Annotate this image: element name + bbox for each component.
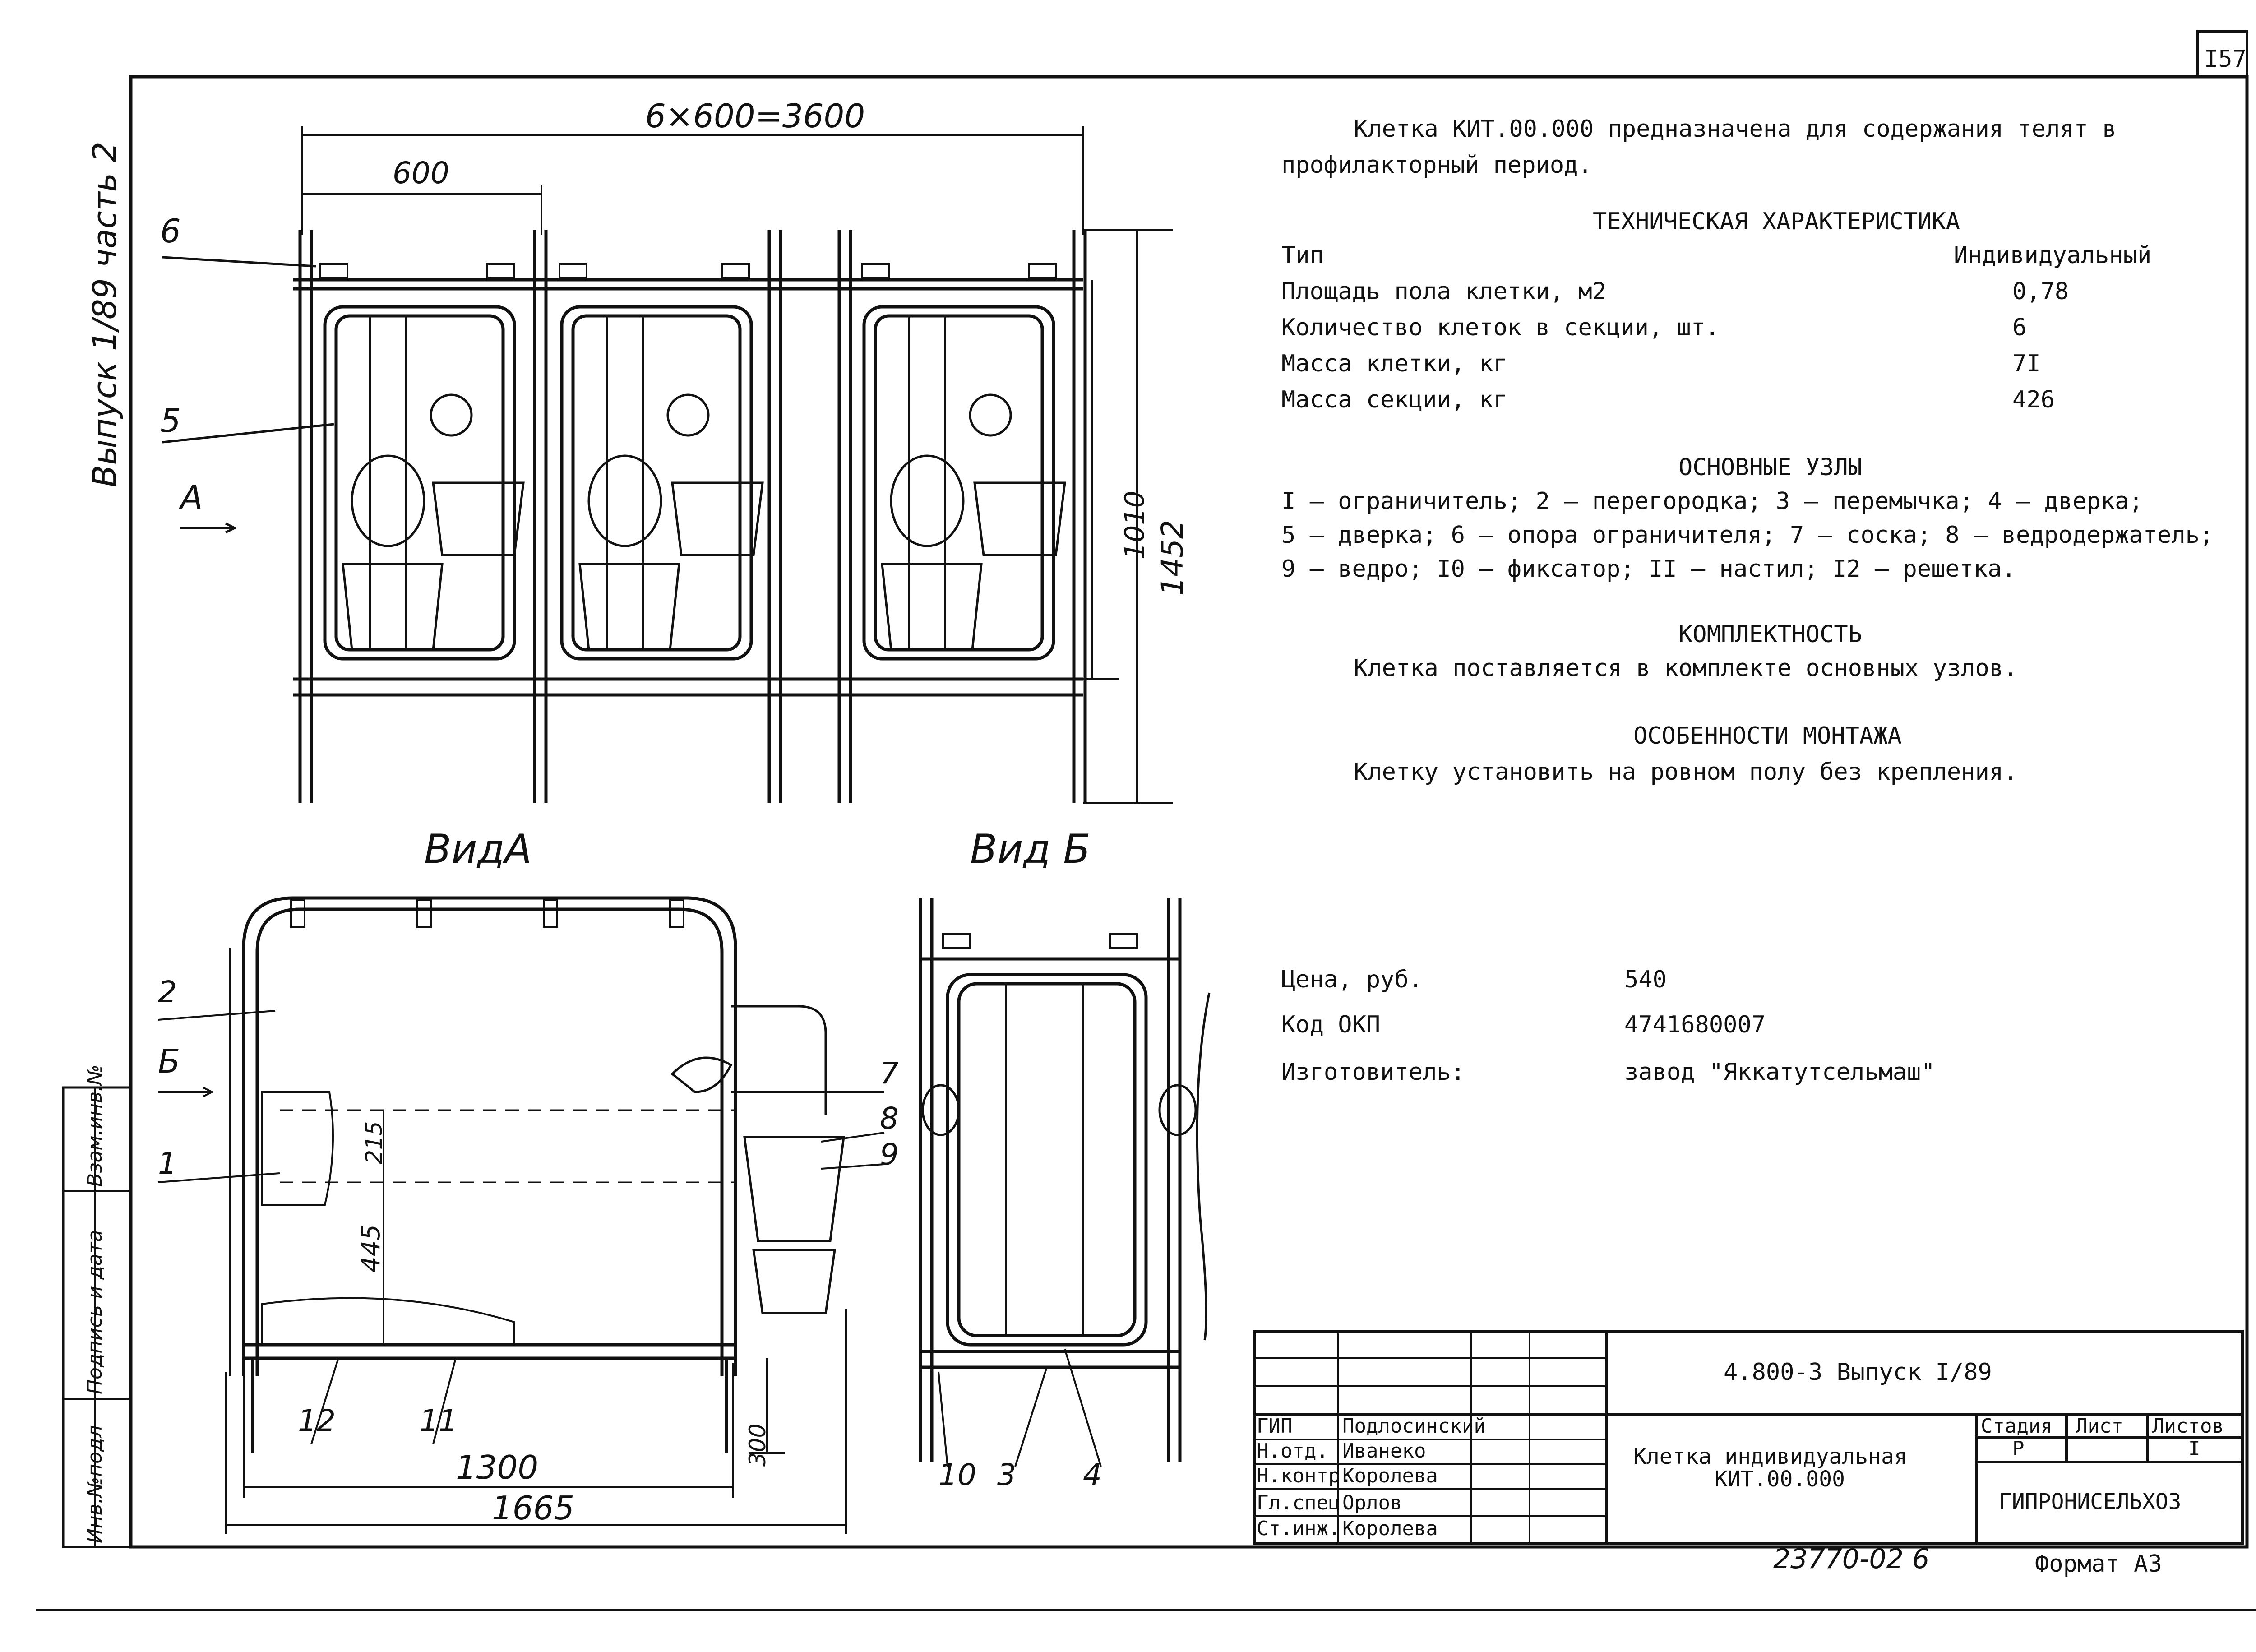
view-b-arrow-label: Б	[158, 1042, 180, 1080]
callout-4: 4	[1083, 1458, 1102, 1492]
side-stamp-box	[62, 1086, 132, 1548]
role: Н.контр.	[1257, 1464, 1352, 1487]
tech-value: 6	[2012, 314, 2027, 341]
okp-label: Код ОКП	[1281, 1011, 1381, 1038]
tech-label: Тип	[1281, 242, 1324, 269]
dim-1010: 1010	[1119, 491, 1151, 560]
tech-label: Количество клеток в секции, шт.	[1281, 314, 1720, 341]
okp-value: 4741680007	[1624, 1011, 1766, 1038]
title-block-lines	[1253, 1330, 2244, 1545]
nodes-heading: ОСНОВНЫЕ УЗЛЫ	[1678, 454, 1862, 481]
side-stamp-title: Выпуск 1/89 часть 2	[86, 142, 124, 487]
dim-600: 600	[393, 156, 449, 190]
mounting-heading: ОСОБЕННОСТИ МОНТАЖА	[1633, 722, 1902, 750]
doc-code: 4.800-3 Выпуск I/89	[1724, 1359, 1992, 1386]
callout-7: 7	[880, 1056, 899, 1091]
dim-300: 300	[744, 1423, 771, 1467]
tech-label: Площадь пола клетки, м2	[1281, 278, 1607, 305]
side-stamp-field-3: Взам.инв.№	[83, 1064, 106, 1187]
tech-heading: ТЕХНИЧЕСКАЯ ХАРАКТЕРИСТИКА	[1593, 208, 1960, 235]
callout-9: 9	[880, 1137, 899, 1172]
callout-8: 8	[880, 1101, 899, 1136]
person-name: Иванеко	[1342, 1439, 1426, 1462]
organization: ГИПРОНИСЕЛЬХОЗ	[1999, 1489, 2182, 1514]
callout-1: 1	[158, 1146, 177, 1181]
price-value: 540	[1624, 966, 1667, 993]
role: ГИП	[1257, 1415, 1293, 1438]
person-name: Орлов	[1342, 1491, 1402, 1514]
dim-1452: 1452	[1155, 520, 1190, 596]
dim-1300: 1300	[456, 1448, 539, 1486]
tech-value: 426	[2012, 386, 2055, 413]
role: Гл.спец.	[1257, 1491, 1352, 1514]
completeness-text: Клетка поставляется в комплекте основных…	[1354, 655, 2018, 682]
doc-name-line-2: КИТ.00.000	[1715, 1467, 1845, 1492]
sheet-number-box	[2196, 30, 2248, 78]
role: Ст.инж.	[1257, 1517, 1341, 1540]
side-stamp-field-2: Подпись и дата	[83, 1230, 106, 1394]
person-name: Королева	[1342, 1464, 1438, 1487]
nodes-line-1: I – ограничитель; 2 – перегородка; 3 – п…	[1281, 488, 2143, 515]
callout-12: 12	[298, 1403, 336, 1438]
mounting-text: Клетку установить на ровном полу без кре…	[1354, 759, 2018, 786]
person-name: Подлосинский	[1342, 1415, 1486, 1438]
completeness-heading: КОМПЛЕКТНОСТЬ	[1678, 621, 1862, 648]
callout-2: 2	[158, 975, 177, 1009]
nodes-line-3: 9 – ведро; I0 – фиксатор; II – настил; I…	[1281, 555, 2016, 583]
sheets-header: Листов	[2152, 1415, 2224, 1438]
format-label: Формат А3	[2035, 1550, 2162, 1578]
dim-445: 445	[356, 1224, 386, 1273]
dim-1665: 1665	[492, 1489, 575, 1527]
view-a-title: ВидА	[424, 826, 532, 872]
sheet-number: I57	[2204, 46, 2247, 73]
view-a-drawing	[229, 896, 845, 1453]
maker-label: Изготовитель:	[1281, 1059, 1465, 1086]
view-a-arrow-label: А	[180, 478, 203, 516]
tech-value: 7I	[2012, 350, 2041, 377]
view-b-drawing	[919, 898, 1211, 1462]
stage-value: Р	[2012, 1437, 2025, 1460]
view-b-title: Вид Б	[970, 826, 1091, 872]
nodes-line-2: 5 – дверка; 6 – опора ограничителя; 7 – …	[1281, 522, 2214, 549]
callout-3: 3	[997, 1458, 1016, 1492]
stage-header: Стадия	[1981, 1415, 2053, 1438]
tech-value: Индивидуальный	[1954, 242, 2152, 269]
tech-label: Масса клетки, кг	[1281, 350, 1507, 377]
person-name: Королева	[1342, 1517, 1438, 1540]
tech-label: Масса секции, кг	[1281, 386, 1507, 413]
description-line-2: профилакторный период.	[1281, 152, 1592, 179]
sheet-header: Лист	[2076, 1415, 2123, 1438]
price-label: Цена, руб.	[1281, 966, 1423, 993]
cage-section-drawing	[293, 230, 1087, 803]
role: Н.отд.	[1257, 1439, 1328, 1462]
callout-11: 11	[420, 1403, 458, 1438]
callout-10: 10	[938, 1458, 976, 1492]
archive-number: 23770-02 6	[1773, 1543, 1930, 1575]
sheets-value: I	[2188, 1437, 2201, 1460]
callout-5: 5	[160, 402, 181, 440]
side-stamp-field-1: Инв.№подл	[83, 1425, 106, 1543]
dim-total: 6×600=3600	[645, 97, 865, 135]
doc-name-line-1: Клетка индивидуальная	[1633, 1444, 1907, 1469]
sheet-frame	[129, 75, 2249, 1549]
dim-215: 215	[361, 1121, 387, 1164]
description-line-1: Клетка КИТ.00.000 предназначена для соде…	[1354, 116, 2117, 143]
tech-value: 0,78	[2012, 278, 2069, 305]
maker-value: завод "Яккатутсельмаш"	[1624, 1059, 1935, 1086]
callout-6: 6	[160, 212, 181, 250]
